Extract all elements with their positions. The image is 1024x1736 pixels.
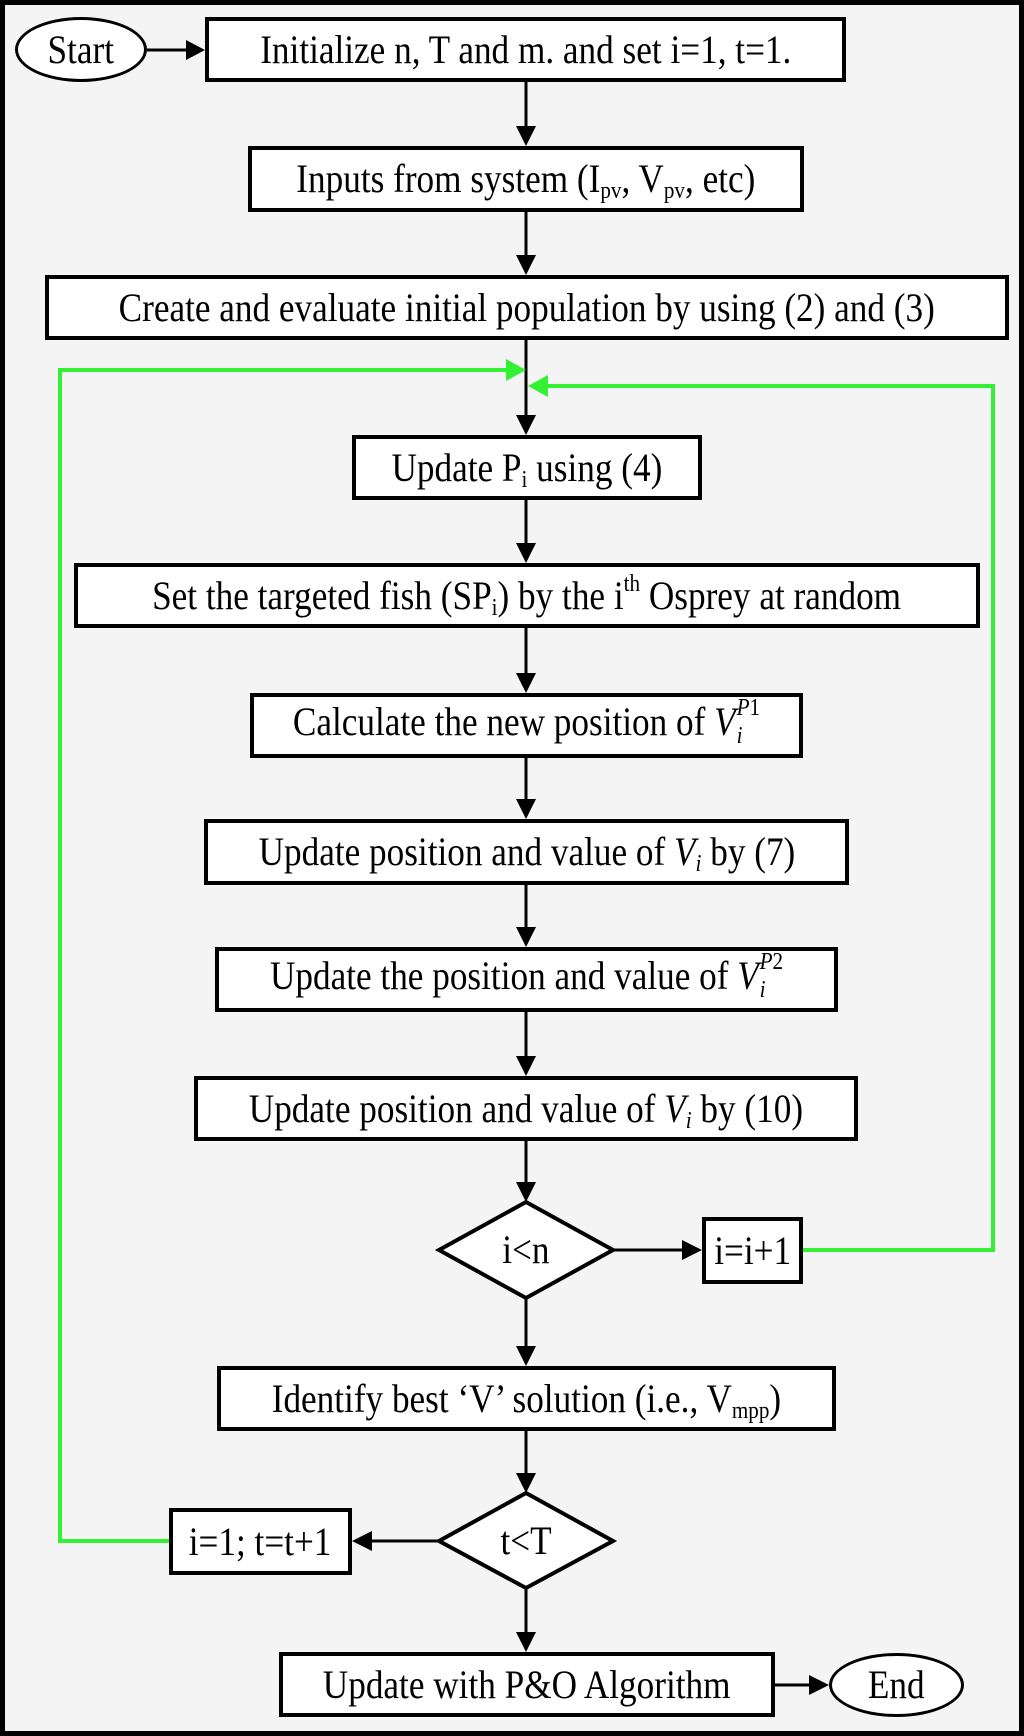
arrowhead-down-icon [516, 1346, 536, 1366]
decision-i-lt-n-label: i<n [502, 1227, 550, 1272]
increment-i-label: i=i+1 [714, 1227, 791, 1273]
arrowhead-right-icon [186, 40, 205, 60]
update-position-7-label: Update position and value of Vi by (7) [258, 829, 795, 877]
loop-outer-t [58, 368, 508, 1543]
decision-t-lt-T: t<T [439, 1493, 613, 1588]
arrowhead-right-icon [809, 1675, 829, 1695]
inputs-box: Inputs from system (Ipv, Vpv, etc) [248, 146, 804, 212]
arrowhead-down-icon [516, 255, 536, 275]
end-label: End [868, 1662, 925, 1707]
initialize-box: Initialize n, T and m. and set i=1, t=1. [205, 17, 846, 82]
update-p-label: Update Pi using (4) [391, 444, 663, 493]
update-position-10-box: Update position and value of Vi by (10) [194, 1076, 858, 1141]
loop-arrowhead-right-icon [506, 359, 526, 381]
inputs-label: Inputs from system (Ipv, Vpv, etc) [296, 156, 756, 204]
update-p-box: Update Pi using (4) [352, 435, 702, 500]
arrowhead-down-icon [516, 673, 536, 693]
arrowhead-down-icon [516, 1182, 536, 1202]
start-terminal: Start [15, 17, 147, 82]
arrowhead-down-icon [516, 1056, 536, 1076]
arrowhead-right-icon [682, 1240, 702, 1260]
set-target-fish-label: Set the targeted fish (SPi) by the ith O… [152, 570, 902, 621]
decision-t-lt-T-label: t<T [500, 1517, 552, 1563]
arrowhead-left-icon [352, 1531, 372, 1551]
arrowhead-down-icon [516, 543, 536, 563]
decision-t-lt-T-shape [434, 1490, 618, 1591]
update-position-7-box: Update position and value of Vi by (7) [204, 819, 849, 885]
set-target-fish-box: Set the targeted fish (SPi) by the ith O… [74, 563, 980, 628]
start-label: Start [47, 26, 115, 72]
arrowhead-down-icon [516, 415, 536, 435]
update-position-10-label: Update position and value of Vi by (10) [248, 1085, 804, 1134]
end-terminal: End [829, 1653, 964, 1717]
po-algorithm-label: Update with P&O Algorithm [323, 1661, 731, 1707]
reset-i-increment-t-box: i=1; t=t+1 [169, 1508, 352, 1575]
arrowhead-down-icon [516, 927, 536, 947]
reset-i-increment-t-label: i=1; t=t+1 [189, 1518, 332, 1564]
arrowhead-down-icon [516, 1632, 536, 1652]
initialize-label: Initialize n, T and m. and set i=1, t=1. [259, 26, 792, 72]
increment-i-box: i=i+1 [702, 1217, 803, 1284]
identify-best-box: Identify best ‘V’ solution (i.e., Vmpp) [217, 1366, 836, 1431]
arrowhead-down-icon [516, 126, 536, 146]
identify-best-label: Identify best ‘V’ solution (i.e., Vmpp) [271, 1375, 782, 1424]
po-algorithm-box: Update with P&O Algorithm [279, 1652, 775, 1717]
loop-arrowhead-left-icon [528, 375, 548, 397]
arrowhead-down-icon [516, 799, 536, 819]
decision-i-lt-n-shape [434, 1199, 618, 1301]
decision-i-lt-n: i<n [439, 1202, 613, 1298]
create-population-box: Create and evaluate initial population b… [45, 275, 1009, 340]
create-population-label: Create and evaluate initial population b… [118, 284, 936, 330]
loop-inner-i [546, 384, 995, 1252]
arrowhead-down-icon [516, 1473, 536, 1493]
